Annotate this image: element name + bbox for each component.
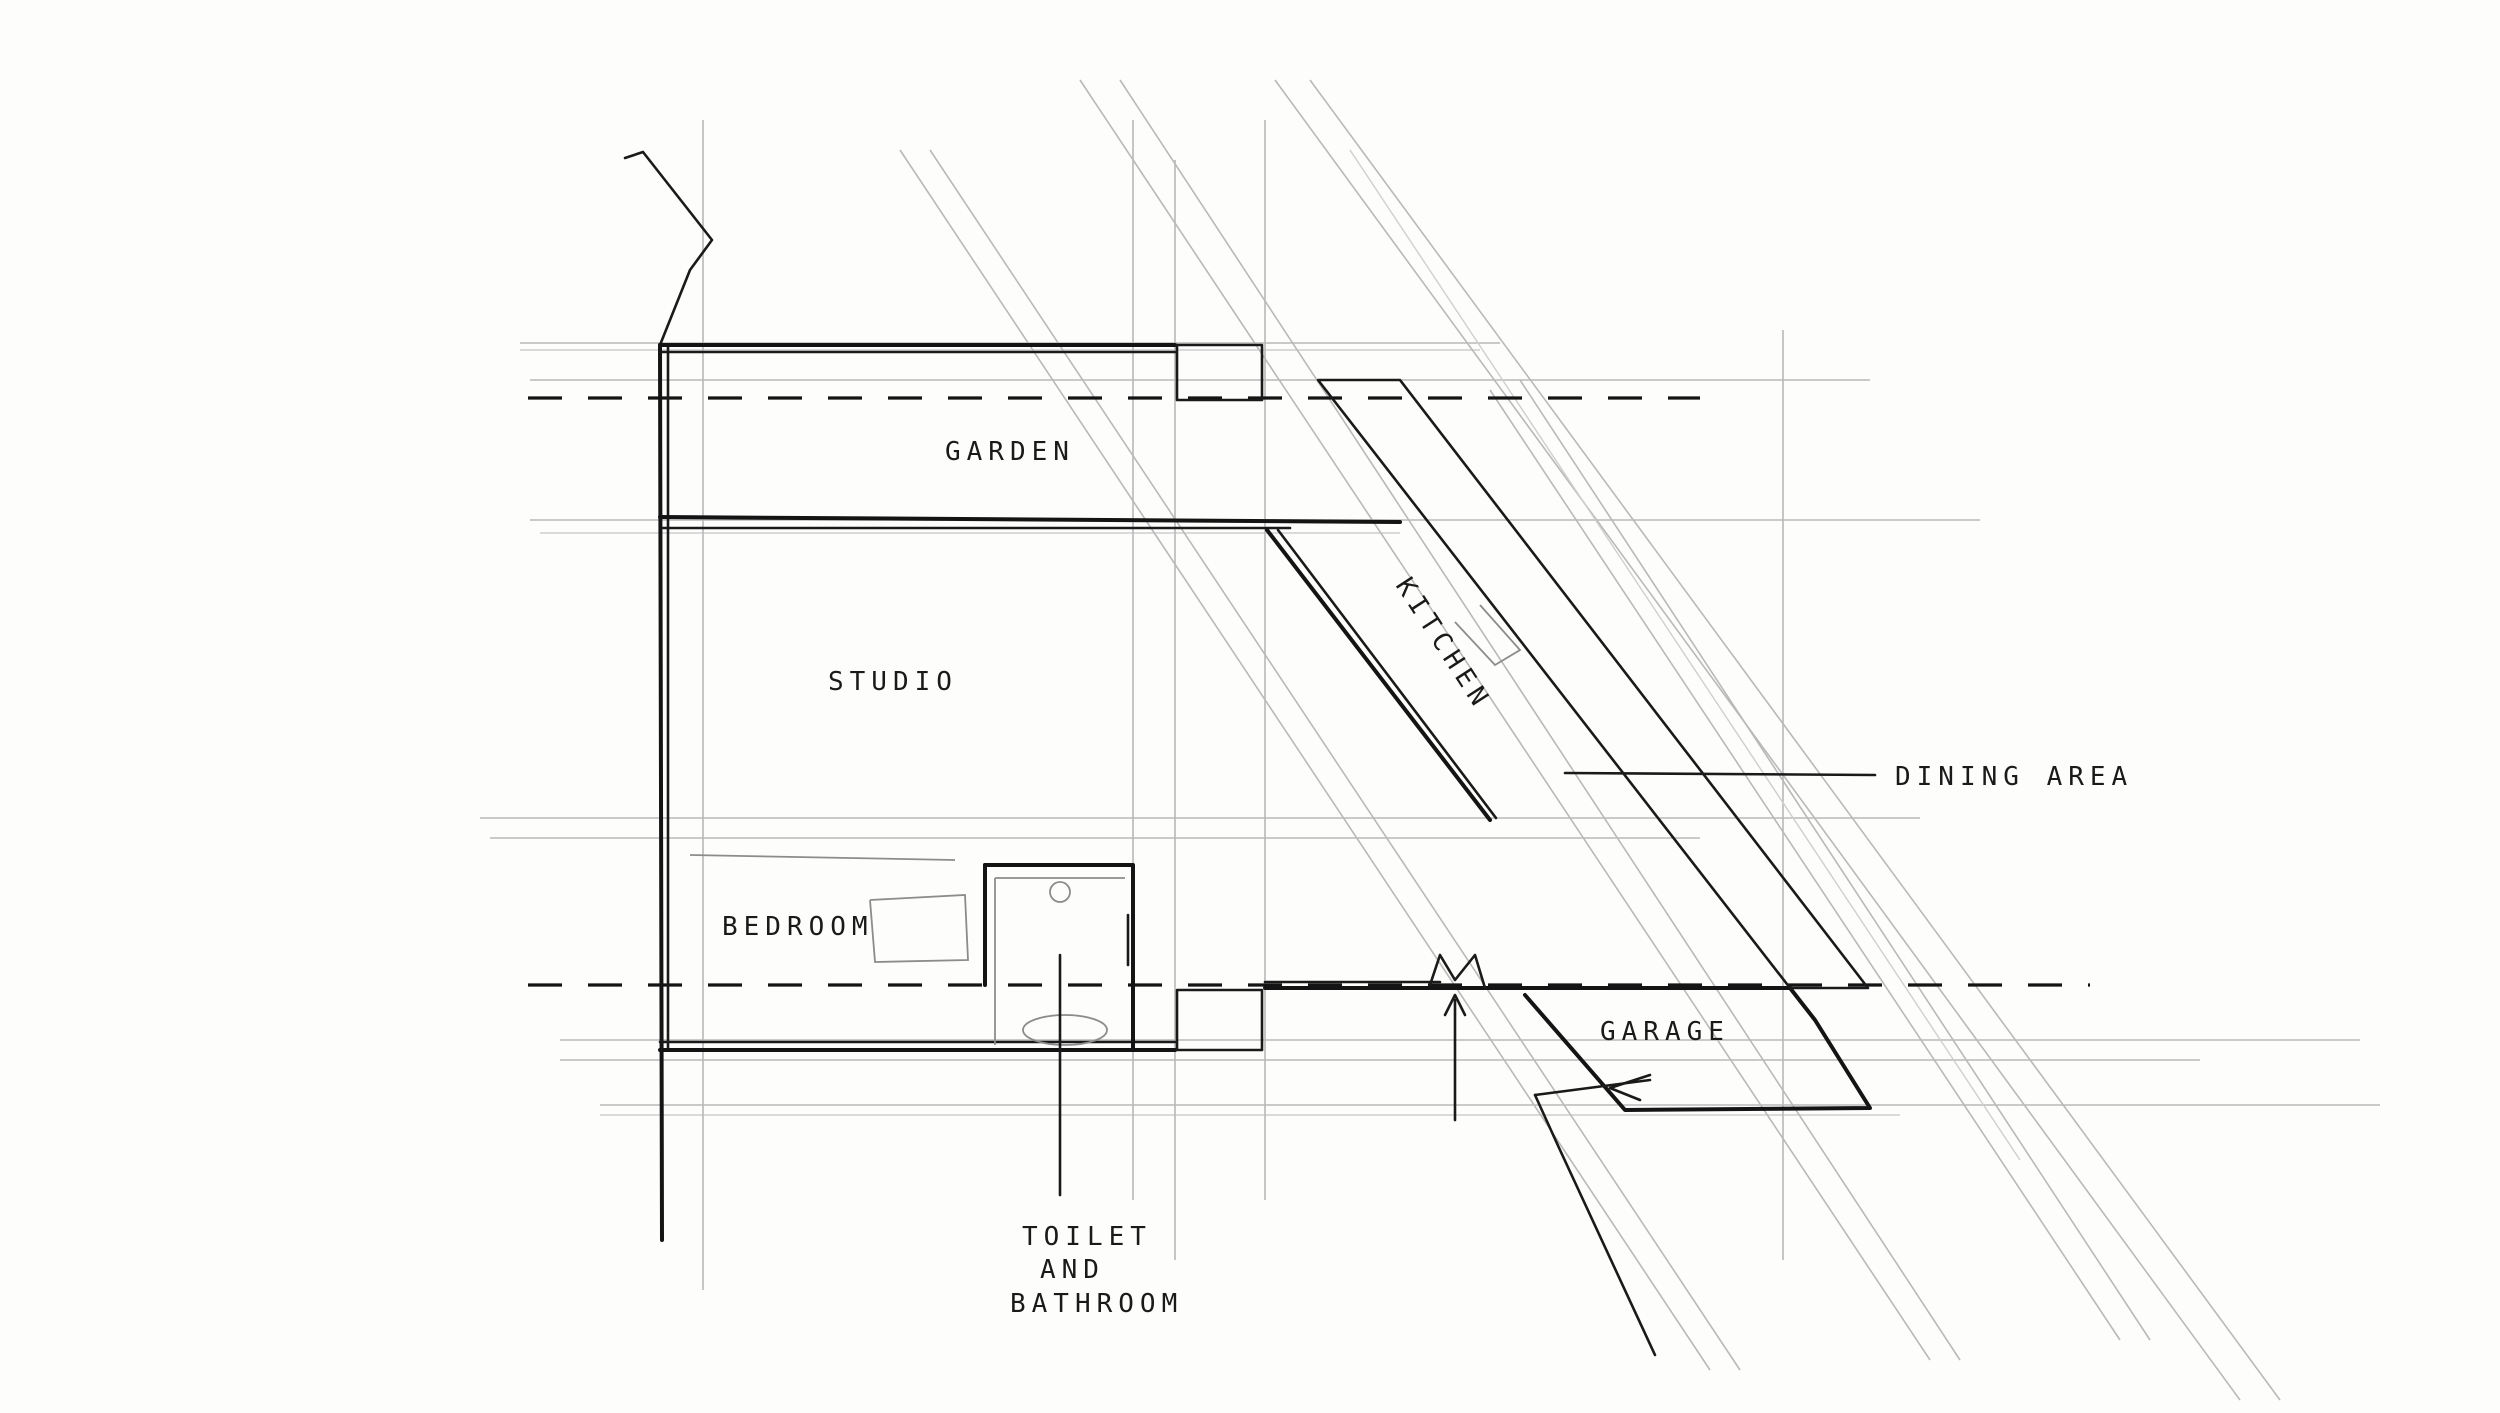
- walls: [623, 150, 1872, 1357]
- bed-outline: [689, 854, 969, 963]
- label-studio: STUDIO: [828, 667, 958, 697]
- kitchen-inner-wall: [1265, 528, 1492, 822]
- section-lines: [528, 396, 2090, 987]
- construction-guides: [480, 79, 2380, 1401]
- garage-driveway: [1533, 1093, 1657, 1357]
- label-garage: GARAGE: [1600, 1017, 1730, 1047]
- garage-entry-arrow: [1608, 1073, 1652, 1102]
- hatched-walls: [1175, 343, 1870, 1052]
- kitchen-counter: [1454, 604, 1522, 667]
- dining-leader: [1563, 771, 1877, 777]
- garage-outline: [1523, 986, 1872, 1112]
- roof-outline: [623, 150, 714, 347]
- left-wall: [658, 343, 664, 1242]
- label-garden: GARDEN: [945, 437, 1075, 467]
- label-toilet-line3: BATHROOM: [1010, 1289, 1183, 1319]
- label-toilet-line2: AND: [1040, 1255, 1105, 1285]
- label-toilet-line1: TOILET: [1022, 1222, 1152, 1252]
- label-kitchen: KITCHEN: [1389, 572, 1497, 715]
- entrance-door: [1428, 953, 1487, 990]
- label-dining-area: DINING AREA: [1895, 762, 2133, 792]
- label-bedroom: BEDROOM: [722, 912, 874, 942]
- garden-studio-wall: [658, 515, 1402, 524]
- bathroom-block: [983, 863, 1135, 1197]
